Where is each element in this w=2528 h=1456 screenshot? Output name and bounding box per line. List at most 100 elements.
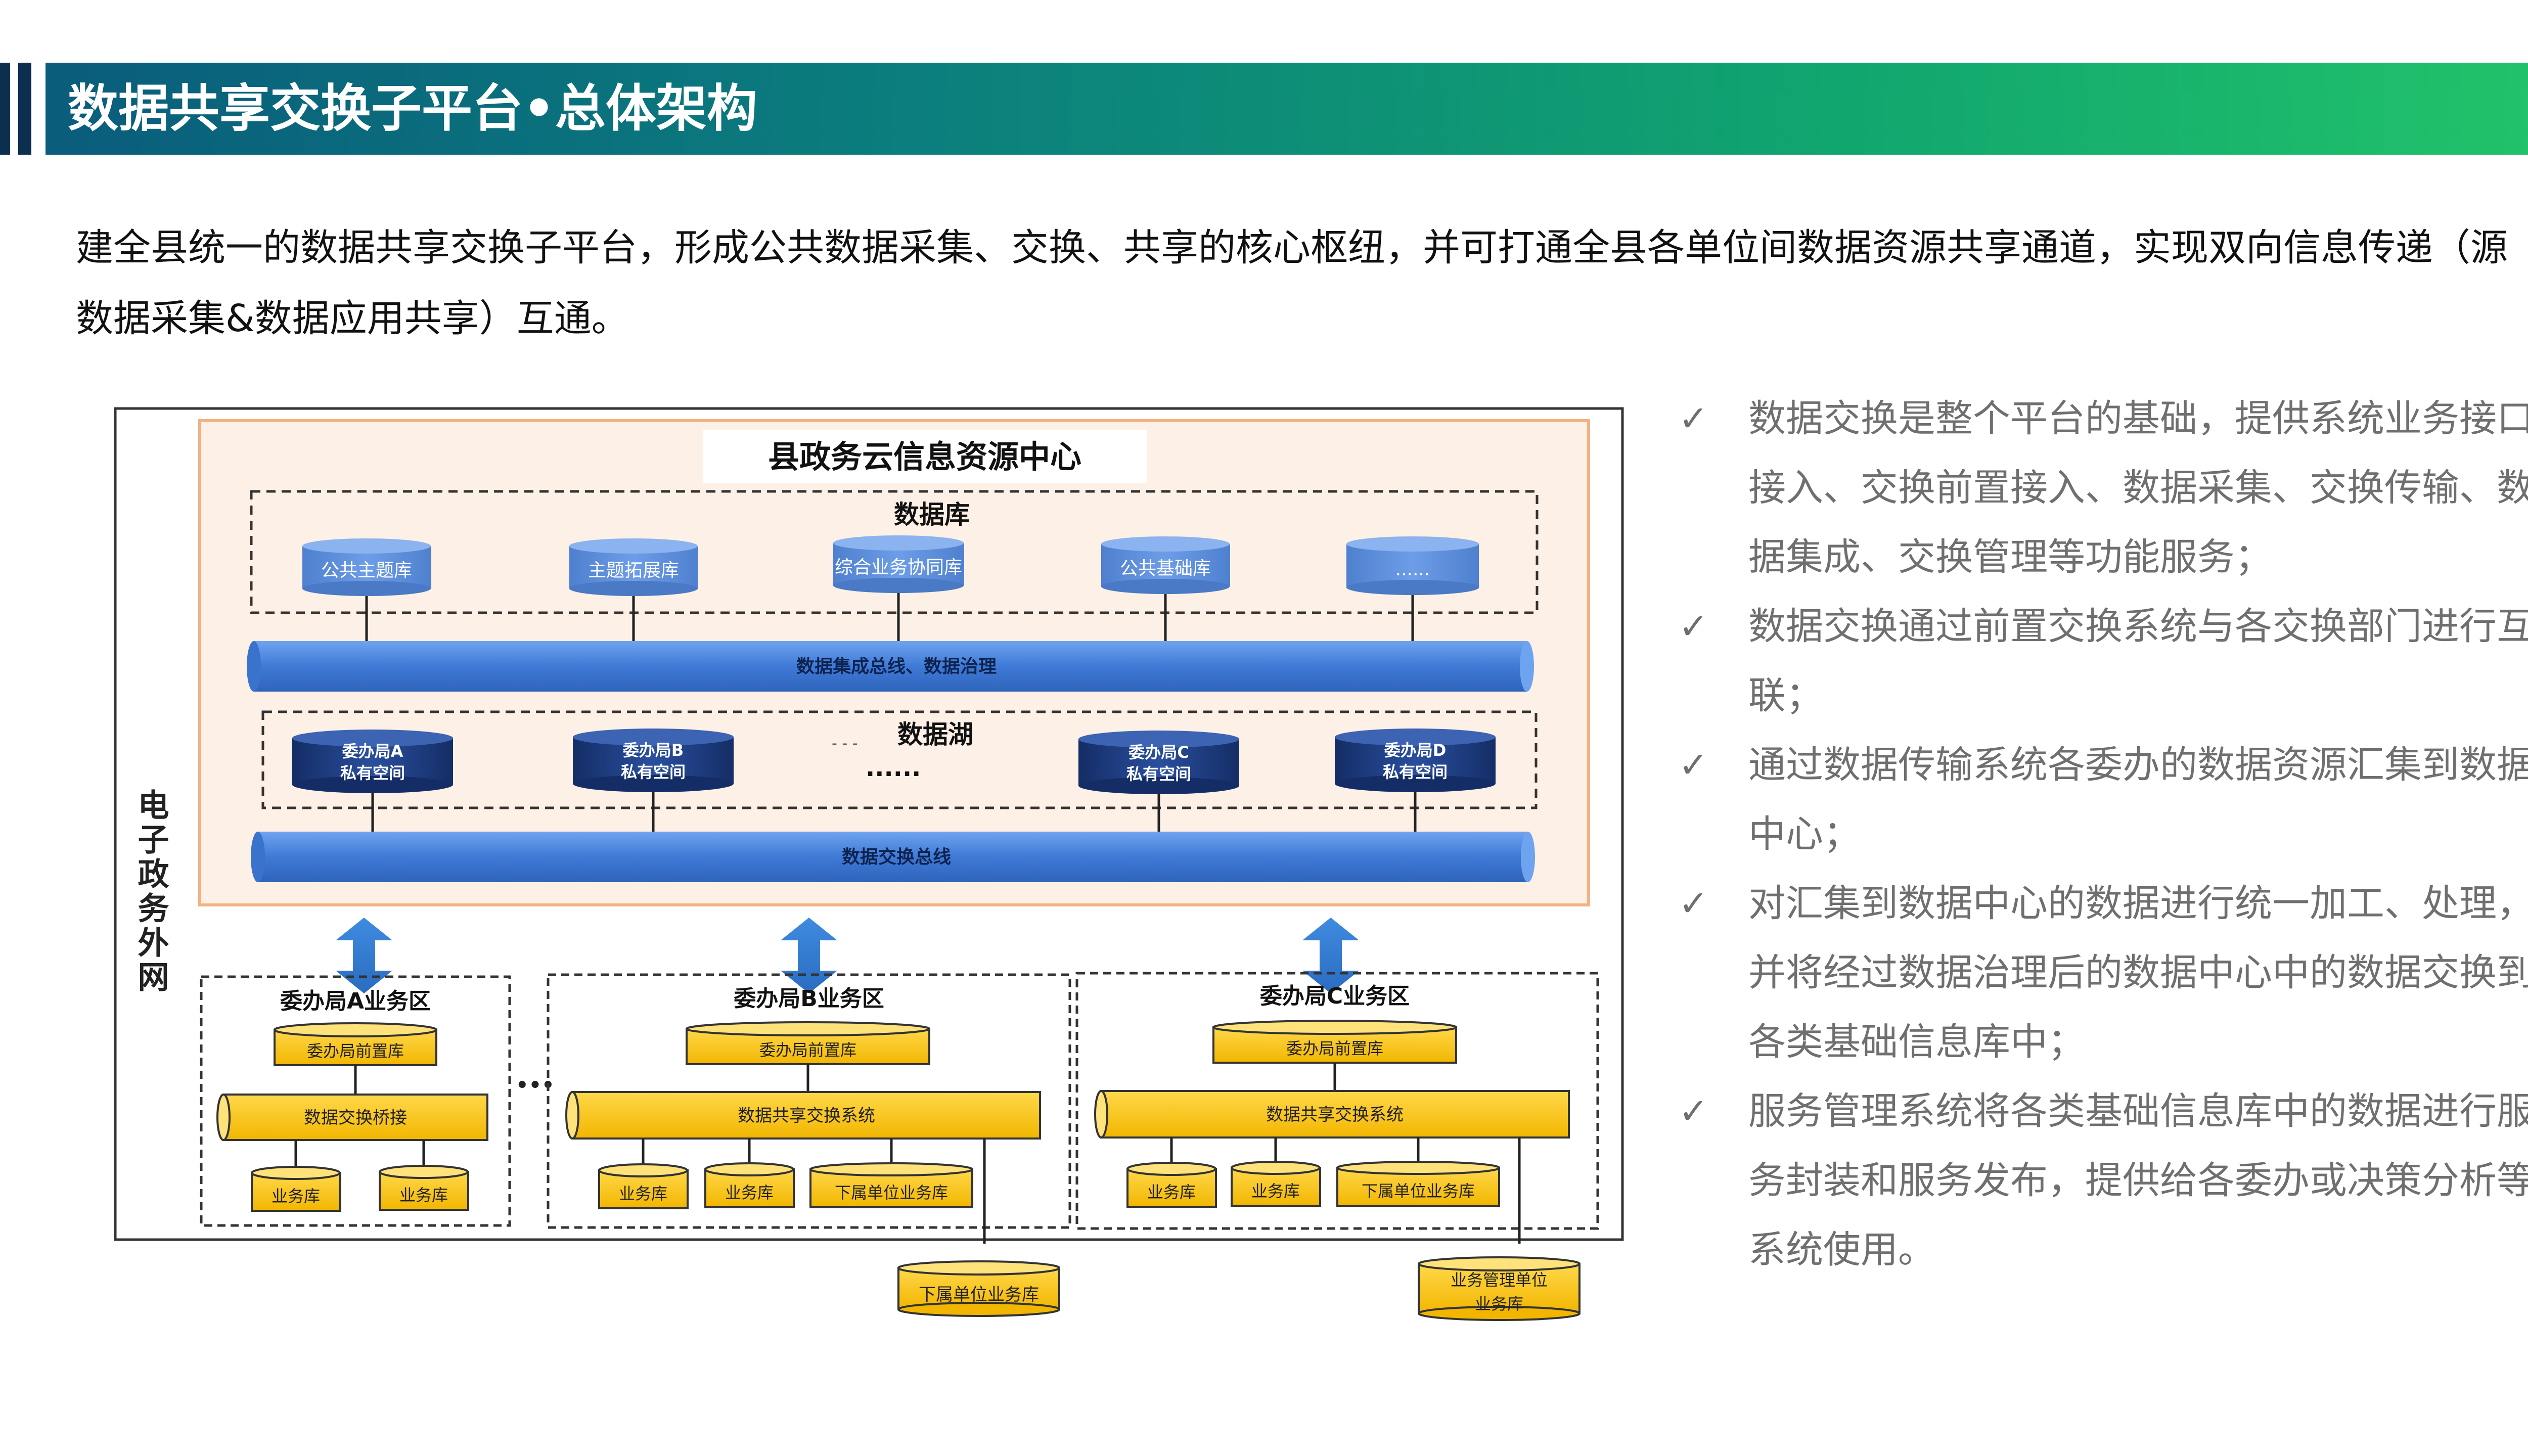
- page-title: 数据共享交换子平台•总体架构: [68, 79, 757, 138]
- svg-text:业务库: 业务库: [619, 1184, 667, 1203]
- db-connectors: [365, 593, 1414, 642]
- zone-a-title: 委办局A业务区: [280, 988, 431, 1014]
- bullet-item: ✓ 对汇集到数据中心的数据进行统一加工、处理，并将经过数据治理后的数据中心中的数据…: [1668, 869, 2528, 1077]
- bullet-list: ✓ 数据交换是整个平台的基础，提供系统业务接口接入、交换前置接入、数据采集、交换传…: [1668, 384, 2528, 1285]
- integration-bus-label: 数据集成总线、数据治理: [796, 656, 997, 677]
- bullet-text: 数据交换通过前置交换系统与各交换部门进行互联；: [1748, 605, 2528, 717]
- zone-c-db-2: 业务库: [1231, 1161, 1321, 1207]
- svg-text:下属单位业务库: 下属单位业务库: [919, 1285, 1039, 1305]
- zone-a-bridge: 数据交换桥接: [216, 1094, 488, 1141]
- db-cylinder-3: 综合业务协同库: [833, 535, 964, 593]
- zone-a-db-1: 业务库: [251, 1166, 341, 1212]
- database-box: [250, 490, 1539, 614]
- lake-connectors: [371, 792, 1417, 833]
- svg-text:私有空间: 私有空间: [340, 763, 405, 783]
- bullet-text: 通过数据传输系统各委办的数据资源汇集到数据中心；: [1748, 743, 2528, 856]
- data-lake-title: 数据湖: [897, 720, 973, 749]
- title-banner: 数据共享交换子平台•总体架构: [46, 63, 2528, 155]
- db-label-1: 公共主题库: [321, 560, 412, 581]
- zone-c-frontdb: 委办局前置库: [1212, 1020, 1457, 1064]
- svg-text:下属单位业务库: 下属单位业务库: [835, 1183, 948, 1202]
- db-label-5: ......: [1395, 559, 1430, 580]
- svg-text:数据共享交换系统: 数据共享交换系统: [1266, 1105, 1404, 1125]
- svg-text:委办局B: 委办局B: [623, 741, 684, 760]
- zone-c: 委办局C业务区 委办局前置库 数据共享交换系统 业务库 业务库: [1075, 972, 1599, 1244]
- check-icon: ✓: [1679, 883, 1708, 924]
- db-cylinder-4: 公共基础库: [1101, 536, 1230, 594]
- subordinate-unit-db: 下属单位业务库: [897, 1260, 1060, 1317]
- zone-b-title: 委办局B业务区: [734, 986, 884, 1012]
- zone-c-db-3: 下属单位业务库: [1336, 1161, 1500, 1207]
- svg-text:业务库: 业务库: [272, 1187, 320, 1206]
- bullet-text: 数据交换是整个平台的基础，提供系统业务接口接入、交换前置接入、数据采集、交换传输…: [1748, 397, 2528, 579]
- resource-center-title: 县政务云信息资源中心: [768, 438, 1081, 475]
- check-icon: ✓: [1679, 398, 1708, 439]
- bullet-text: 对汇集到数据中心的数据进行统一加工、处理，并将经过数据治理后的数据中心中的数据交…: [1748, 882, 2528, 1064]
- private-space-d: 委办局D 私有空间: [1335, 729, 1496, 792]
- integration-bus: 数据集成总线、数据治理: [247, 641, 1534, 692]
- network-side-label: 电子政务外网: [132, 789, 169, 995]
- zone-a-db-2: 业务库: [379, 1165, 469, 1211]
- private-space-a: 委办局A 私有空间: [292, 730, 453, 793]
- bullet-item: ✓ 数据交换通过前置交换系统与各交换部门进行互联；: [1668, 592, 2528, 731]
- db-label-2: 主题拓展库: [588, 560, 679, 581]
- svg-text:业务库: 业务库: [1475, 1294, 1523, 1313]
- svg-text:委办局C: 委办局C: [1128, 743, 1189, 762]
- zone-b-db-3: 下属单位业务库: [809, 1162, 973, 1208]
- private-space-b: 委办局B 私有空间: [573, 729, 734, 792]
- check-icon: ✓: [1679, 744, 1708, 786]
- zone-b-db-2: 业务库: [704, 1162, 795, 1208]
- svg-text:业务库: 业务库: [725, 1183, 774, 1202]
- check-icon: ✓: [1679, 1090, 1708, 1132]
- zone-c-db-1: 业务库: [1126, 1162, 1217, 1208]
- bullet-item: ✓ 服务管理系统将各类基础信息库中的数据进行服务封装和服务发布，提供给各委办或决策…: [1668, 1077, 2528, 1285]
- accent-bar-outer: [0, 63, 10, 155]
- db-cylinder-5: ......: [1346, 536, 1479, 595]
- svg-text:私有空间: 私有空间: [1126, 764, 1191, 784]
- management-unit-db: 业务管理单位 业务库: [1418, 1256, 1581, 1321]
- zone-b-frontdb: 委办局前置库: [686, 1021, 930, 1065]
- db-label-3: 综合业务协同库: [835, 557, 962, 578]
- db-cylinder-2: 主题拓展库: [569, 538, 698, 596]
- data-lake-dash: - - -: [832, 735, 858, 752]
- svg-text:私有空间: 私有空间: [621, 762, 686, 782]
- private-space-c: 委办局C 私有空间: [1078, 731, 1239, 794]
- bullet-text: 服务管理系统将各类基础信息库中的数据进行服务封装和服务发布，提供给各委办或决策分…: [1748, 1089, 2528, 1271]
- bullet-item: ✓ 通过数据传输系统各委办的数据资源汇集到数据中心；: [1668, 731, 2528, 869]
- accent-bar-inner: [18, 63, 31, 155]
- check-icon: ✓: [1679, 606, 1708, 647]
- data-lake-dots: ......: [866, 754, 921, 782]
- exchange-bus-label: 数据交换总线: [842, 846, 951, 868]
- svg-text:业务管理单位: 业务管理单位: [1451, 1270, 1548, 1290]
- zone-c-exchange-system: 数据共享交换系统: [1094, 1090, 1570, 1139]
- svg-text:委办局前置库: 委办局前置库: [759, 1040, 856, 1060]
- svg-text:私有空间: 私有空间: [1383, 762, 1448, 782]
- zone-b-exchange-system: 数据共享交换系统: [565, 1091, 1041, 1140]
- zone-b: 委办局B业务区 委办局前置库 数据共享交换系统 业务库 业务库: [547, 973, 1071, 1244]
- arrow-b: [781, 918, 837, 993]
- svg-text:业务库: 业务库: [399, 1186, 448, 1205]
- svg-text:下属单位业务库: 下属单位业务库: [1362, 1181, 1475, 1201]
- svg-text:委办局前置库: 委办局前置库: [307, 1041, 404, 1061]
- db-cylinder-1: 公共主题库: [302, 538, 431, 596]
- resource-center-title-box: [703, 430, 1147, 483]
- zone-a: 委办局A业务区 委办局前置库 数据交换桥接 业务库 业务库: [200, 975, 511, 1227]
- db-label-4: 公共基础库: [1120, 558, 1211, 579]
- architecture-diagram: 电子政务外网 县政务云信息资源中心 数据库 公共主题库 主题拓展库 综合业务协同…: [114, 407, 1624, 1244]
- database-title: 数据库: [894, 500, 970, 529]
- svg-text:委办局A: 委办局A: [342, 742, 403, 761]
- svg-text:业务库: 业务库: [1147, 1182, 1196, 1202]
- svg-text:数据共享交换系统: 数据共享交换系统: [738, 1106, 875, 1126]
- intro-paragraph: 建全县统一的数据共享交换子平台，形成公共数据采集、交换、共享的核心枢纽，并可打通…: [76, 226, 2508, 340]
- private-space-cylinders: 委办局A 私有空间 委办局B 私有空间 委办局C 私有空间 委办局D 私有空间: [292, 729, 1496, 794]
- exchange-bus: 数据交换总线: [251, 832, 1535, 882]
- arrow-a: [336, 918, 392, 993]
- zone-b-db-1: 业务库: [598, 1163, 689, 1209]
- data-lake-box: [261, 710, 1538, 809]
- svg-text:委办局前置库: 委办局前置库: [1286, 1039, 1383, 1058]
- svg-text:数据交换桥接: 数据交换桥接: [304, 1108, 407, 1128]
- zone-c-title: 委办局C业务区: [1260, 983, 1410, 1009]
- svg-text:业务库: 业务库: [1251, 1181, 1300, 1201]
- zone-a-frontdb: 委办局前置库: [274, 1022, 437, 1066]
